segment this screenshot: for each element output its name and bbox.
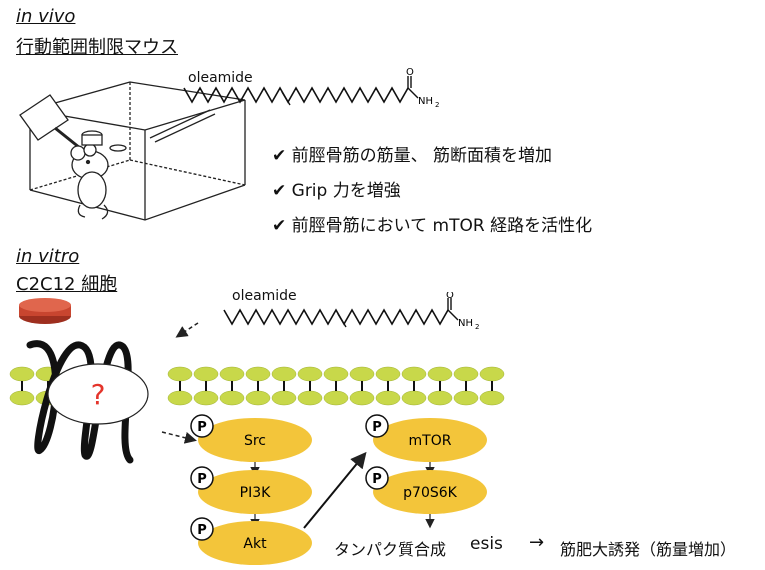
invivo-carbonyl-atom: O bbox=[406, 68, 414, 78]
invitro-amide-subscript: 2 bbox=[475, 323, 479, 331]
receptor-to-src-arrow bbox=[161, 431, 197, 444]
invitro-amide-group: NH bbox=[458, 318, 473, 329]
node-akt bbox=[198, 521, 312, 565]
phospho-badge-mtor-label: P bbox=[372, 420, 382, 435]
cell-membrane bbox=[9, 366, 505, 406]
phospho-badge-mtor bbox=[365, 414, 389, 438]
unknown-receptor bbox=[47, 363, 149, 425]
invivo-amide-group: NH bbox=[418, 96, 433, 107]
invivo-subtitle: 行動範囲制限マウス bbox=[16, 37, 178, 58]
node-mtor-label: mTOR bbox=[409, 433, 452, 449]
akt-to-mtor-arrow bbox=[303, 451, 367, 529]
finding-muscle-mass: ✔ 前脛骨筋の筋量、 筋断面積を増加 bbox=[272, 146, 553, 166]
invitro-compound-name: oleamide bbox=[232, 288, 297, 304]
node-src bbox=[198, 418, 312, 462]
phospho-badge-src bbox=[190, 414, 214, 438]
node-pi3k bbox=[198, 470, 312, 514]
outcome-arrow: → bbox=[529, 532, 545, 553]
invitro-oleamide-structure: O NH 2 bbox=[223, 292, 479, 331]
phospho-badge-akt bbox=[190, 517, 214, 541]
unknown-receptor-mark: ? bbox=[91, 378, 106, 411]
finding-grip-strength: ✔ Grip 力を増強 bbox=[272, 181, 401, 201]
invivo-compound-name: oleamide bbox=[188, 70, 253, 86]
node-src-label: Src bbox=[244, 433, 266, 449]
node-akt-label: Akt bbox=[243, 536, 267, 552]
phospho-badge-p70s6k bbox=[365, 466, 389, 490]
outcome-hypertrophy: 筋肥大誘発（筋量増加） bbox=[560, 540, 737, 559]
invitro-subtitle: C2C12 細胞 bbox=[16, 274, 118, 295]
oleamide-to-receptor-arrow bbox=[175, 322, 199, 338]
node-p70s6k bbox=[373, 470, 487, 514]
phospho-badge-src-label: P bbox=[197, 420, 207, 435]
protein-synthesis-label: タンパク質合成 bbox=[334, 540, 447, 559]
phospho-badge-p70s6k-label: P bbox=[372, 472, 382, 487]
invivo-label: in vivo bbox=[16, 6, 76, 27]
finding-mtor-activation: ✔ 前脛骨筋において mTOR 経路を活性化 bbox=[272, 216, 593, 236]
invitro-label: in vitro bbox=[16, 246, 80, 267]
invitro-carbonyl-atom: O bbox=[446, 292, 454, 301]
restricted-cage-mouse-illustration bbox=[19, 81, 246, 221]
invivo-amide-subscript: 2 bbox=[435, 101, 439, 109]
node-p70s6k-label: p70S6K bbox=[403, 485, 457, 501]
culture-dish-icon bbox=[19, 298, 71, 324]
protein-synthesis-en-tail: esis bbox=[470, 534, 503, 554]
phospho-badge-pi3k-label: P bbox=[197, 472, 207, 487]
phospho-badge-pi3k bbox=[190, 466, 214, 490]
node-mtor bbox=[373, 418, 487, 462]
invivo-oleamide-structure: O NH 2 bbox=[183, 68, 439, 109]
phospho-badge-akt-label: P bbox=[197, 523, 207, 538]
node-pi3k-label: PI3K bbox=[240, 485, 271, 501]
